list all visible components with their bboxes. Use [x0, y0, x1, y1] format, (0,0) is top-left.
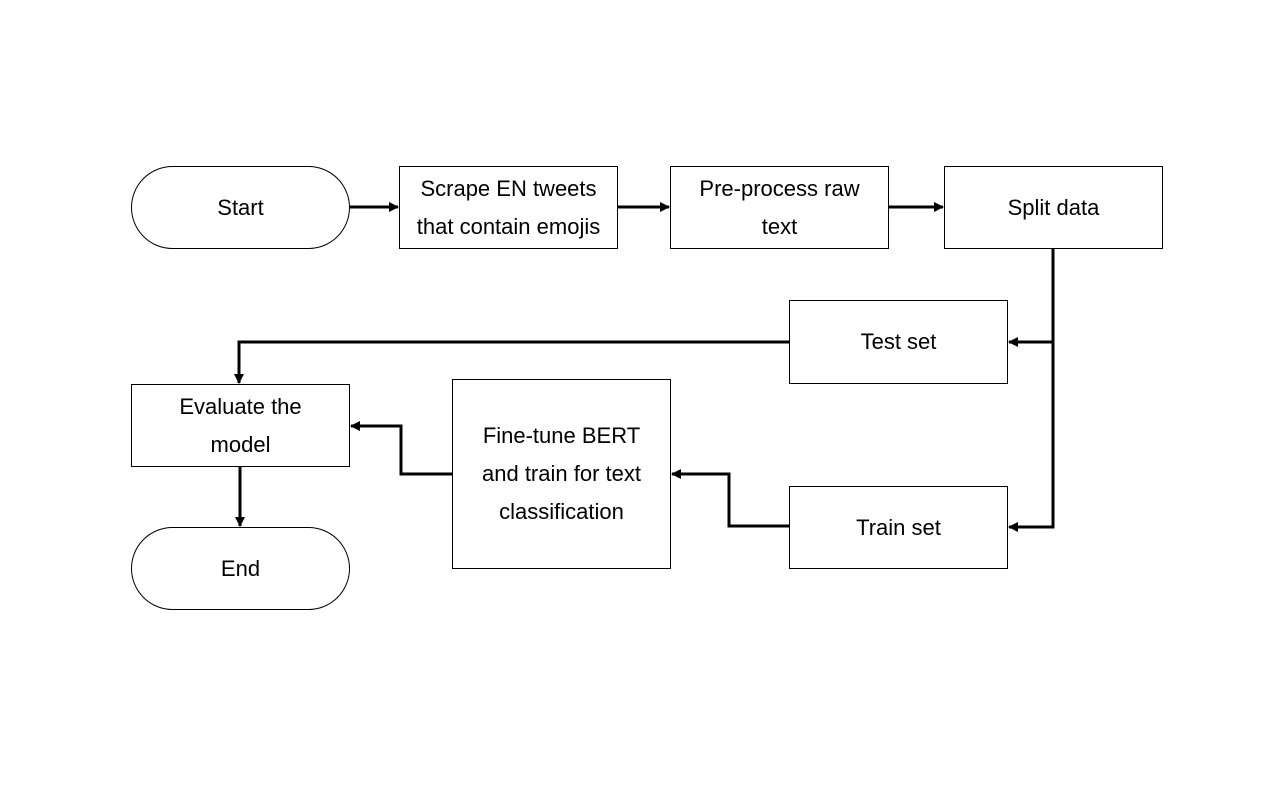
train-set-step: Train set — [789, 486, 1008, 569]
evaluate-label-line-1: Evaluate the — [179, 393, 302, 419]
test-set-label: Test set — [860, 329, 937, 354]
finetune-label-line-2: and train for text — [482, 461, 641, 486]
start-label: Start — [217, 194, 264, 220]
scrape-label-line-1: Scrape EN tweets — [420, 175, 597, 201]
finetune-label-line-1: Fine-tune BERT — [482, 423, 641, 448]
split-label: Split data — [1007, 194, 1100, 220]
edge-train-to-finetune — [671, 469, 789, 528]
finetune-bert-step: Fine-tune BERT and train for text classi… — [452, 379, 671, 569]
scrape-tweets-step: Scrape EN tweets that contain emojis — [399, 166, 618, 249]
preprocess-step: Pre-process raw text — [670, 166, 889, 249]
preprocess-label-line-1: Pre-process raw — [699, 175, 860, 201]
edge-split-to-train — [1008, 342, 1055, 532]
scrape-label-line-2: that contain emojis — [416, 213, 601, 239]
test-set-step: Test set — [789, 300, 1008, 384]
edge-test-to-evaluate — [234, 340, 789, 384]
end-terminal: End — [131, 527, 350, 610]
preprocess-label-line-2: text — [761, 213, 798, 239]
edge-finetune-to-evaluate — [350, 421, 452, 476]
evaluate-label-line-2: model — [210, 431, 271, 457]
train-set-label: Train set — [856, 514, 941, 540]
finetune-label-line-3: classification — [499, 499, 624, 524]
start-terminal: Start — [131, 166, 350, 249]
evaluate-model-step: Evaluate the model — [131, 384, 350, 467]
edge-split-to-test — [1008, 249, 1055, 347]
end-label: End — [220, 555, 261, 581]
split-data-step: Split data — [944, 166, 1163, 249]
